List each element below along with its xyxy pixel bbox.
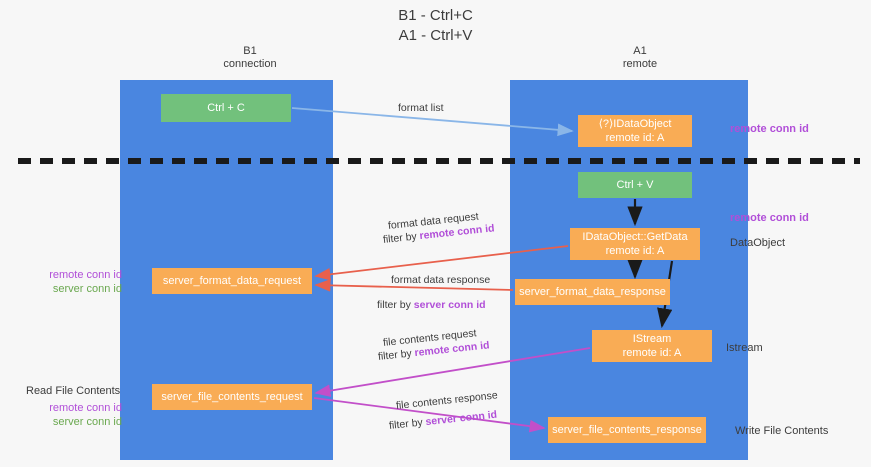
column-header-b1-name: B1 [243, 45, 257, 57]
box-idataobject-getdata[interactable]: IDataObject::GetData remote id: A [570, 228, 700, 260]
annotation-remote-conn-id-top: remote conn id [730, 123, 809, 135]
column-header-a1: A1 remote [540, 45, 740, 71]
box-server-file-contents-response[interactable]: server_file_contents_response [548, 417, 706, 443]
column-header-b1: B1 connection [150, 45, 350, 71]
box-server-file-contents-response-label: server_file_contents_response [552, 424, 702, 436]
column-header-b1-role: connection [223, 58, 277, 70]
filter-prefix: filter by [377, 347, 416, 363]
filter-key-server-conn-id: server conn id [413, 299, 486, 311]
box-server-format-data-request-label: server_format_data_request [162, 275, 302, 287]
annotation-left-conn-ids-low: remote conn id server conn id [22, 401, 122, 429]
column-header-a1-name: A1 [633, 45, 647, 57]
title-line-2: A1 - Ctrl+V [398, 27, 473, 44]
edge-label-format-list: format list [398, 102, 444, 114]
edge-label-format-data-response-filter: filter by server conn id [377, 298, 486, 312]
box-istream[interactable]: IStream remote id: A [592, 330, 712, 362]
box-idataobject-line1: ⟨?⟩IDataObject [598, 118, 672, 130]
box-ctrl-v[interactable]: Ctrl + V [578, 172, 692, 198]
title-line-1: B1 - Ctrl+C [398, 7, 473, 24]
box-getdata-line2: remote id: A [605, 245, 665, 257]
box-ctrl-c[interactable]: Ctrl + C [161, 94, 291, 122]
box-istream-line1: IStream [632, 333, 672, 345]
filter-prefix: filter by [382, 230, 421, 246]
annotation-remote-conn-id-left-low: remote conn id [49, 402, 122, 414]
box-server-format-data-response-label: server_format_data_response [519, 286, 666, 298]
box-ctrl-v-label: Ctrl + V [616, 179, 654, 191]
annotation-left-conn-ids-mid: remote conn id server conn id [22, 268, 122, 296]
filter-prefix: filter by [388, 416, 427, 432]
filter-prefix: filter by [377, 299, 414, 311]
filter-key-server-conn-id: server conn id [424, 408, 498, 429]
annotation-read-file-contents: Read File Contents [26, 385, 121, 397]
box-idataobject-line2: remote id: A [605, 132, 665, 144]
box-server-file-contents-request-label: server_file_contents_request [161, 391, 303, 403]
box-idataobject[interactable]: ⟨?⟩IDataObject remote id: A [578, 115, 692, 147]
box-server-format-data-response[interactable]: server_format_data_response [515, 279, 670, 305]
box-server-format-data-request[interactable]: server_format_data_request [152, 268, 312, 294]
annotation-istream: Istream [726, 342, 763, 354]
edge-label-format-data-response: format data response [391, 274, 491, 286]
annotation-dataobject: DataObject [730, 237, 786, 249]
annotation-write-file-contents: Write File Contents [735, 425, 829, 437]
annotation-remote-conn-id-mid: remote conn id [730, 212, 809, 224]
annotation-remote-conn-id-left-mid: remote conn id [49, 269, 122, 281]
annotation-server-conn-id-left-mid: server conn id [52, 283, 122, 295]
page-title: B1 - Ctrl+C A1 - Ctrl+V [0, 6, 871, 46]
column-header-a1-role: remote [622, 58, 658, 70]
box-server-file-contents-request[interactable]: server_file_contents_request [152, 384, 312, 410]
box-ctrl-c-label: Ctrl + C [207, 102, 245, 114]
annotation-server-conn-id-left-low: server conn id [52, 416, 122, 428]
box-istream-line2: remote id: A [622, 347, 682, 359]
box-getdata-line1: IDataObject::GetData [582, 231, 688, 243]
